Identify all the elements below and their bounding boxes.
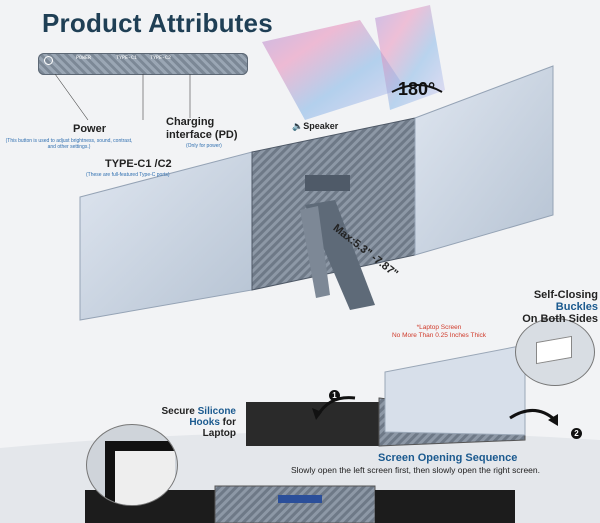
rotation-arc <box>391 84 443 93</box>
speaker-icon: 🔈 <box>292 121 304 131</box>
kickstand-slot <box>305 175 350 191</box>
laptop-note-2: No More Than 0.25 Inches Thick <box>391 332 487 339</box>
buckles-text-highlight: Buckles <box>555 301 598 313</box>
power-note: (This button is used to adjust brightnes… <box>5 138 133 150</box>
buckles-label: Self-Closing Buckles On Both Sides <box>492 289 598 325</box>
bottom-right-screen <box>375 490 515 523</box>
rotation-label: 180° <box>398 79 436 99</box>
port-strip: POWER TYPE-C1 TYPE-C2 <box>38 53 248 75</box>
seq-arrow-right <box>509 409 557 422</box>
power-label: Power <box>73 123 107 135</box>
charging-note: (Only for power) <box>186 143 222 149</box>
sequence-title: Screen Opening Sequence <box>378 452 518 464</box>
hooks-label: Secure Silicone Hooks for Laptop <box>160 406 237 439</box>
laptop-note-1: *Laptop Screen <box>416 324 462 331</box>
seq-right-screen <box>384 344 526 436</box>
hooks-text-highlight-1: Silicone <box>197 406 236 417</box>
ghost-screen-right <box>375 5 445 110</box>
page-title: Product Attributes <box>42 8 273 38</box>
ghost-screen-left <box>262 20 405 120</box>
laptop-note: *Laptop Screen No More Than 0.25 Inches … <box>384 324 494 340</box>
slide-arrows <box>278 495 322 503</box>
port-label-typec2: TYPE-C2 <box>150 55 172 61</box>
hooks-text-1: Secure <box>161 406 198 417</box>
hooks-text-highlight-2: Hooks <box>189 417 223 428</box>
stand-leg-left <box>300 206 330 298</box>
port-label-typec1: TYPE-C1 <box>116 55 138 61</box>
leader-line-power <box>54 73 89 121</box>
hook-zoom <box>86 424 178 506</box>
buckle-zoom <box>515 318 595 386</box>
step-1-badge: 1 <box>329 390 340 401</box>
typec-label: TYPE-C1 /C2 <box>105 158 172 170</box>
right-screen <box>414 65 554 256</box>
step-2-badge: 2 <box>571 428 582 439</box>
stand-leg-right <box>305 200 375 310</box>
buckles-text-2: On Both Sides <box>522 313 598 325</box>
buckles-text-1: Self-Closing <box>533 289 598 301</box>
bottom-body <box>214 485 376 523</box>
port-label-power: POWER <box>76 55 92 61</box>
typec-note: (These are full-featured Type-C ports) <box>86 172 170 178</box>
speaker-label-group: 🔈Speaker <box>292 121 338 132</box>
charging-label-2: interface (PD) <box>166 129 238 141</box>
sequence-text: Slowly open the left screen first, then … <box>291 465 540 475</box>
speaker-label: Speaker <box>303 121 339 131</box>
hooks-text-2: for Laptop <box>202 417 236 439</box>
charging-label-1: Charging <box>166 116 215 128</box>
power-button-icon[interactable] <box>44 56 53 65</box>
